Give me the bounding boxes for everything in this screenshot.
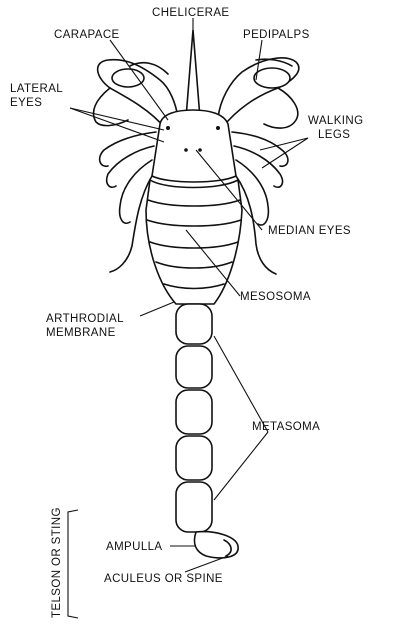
label-mesosoma: MESOSOMA <box>240 291 311 303</box>
pedipalp-right <box>218 58 299 128</box>
label-walking-legs-2: LEGS <box>318 129 350 141</box>
label-lateral-eyes-2: EYES <box>10 97 42 109</box>
median-eye-right <box>198 148 202 152</box>
label-metasoma: METASOMA <box>252 421 320 433</box>
ampulla-shape <box>194 532 238 558</box>
label-pedipalps: PEDIPALPS <box>243 29 310 41</box>
label-lateral-eyes-1: LATERAL <box>10 83 63 95</box>
label-carapace: CARAPACE <box>54 29 120 41</box>
label-arthrodial-1: ARTHRODIAL <box>46 313 124 325</box>
label-aculeus: ACULEUS OR SPINE <box>104 573 223 585</box>
label-arthrodial-2: MEMBRANE <box>46 327 116 339</box>
label-chelicerae: CHELICERAE <box>152 7 230 19</box>
label-median-eyes: MEDIAN EYES <box>268 225 351 237</box>
label-walking-legs-1: WALKING <box>308 115 363 127</box>
carapace-shape <box>152 110 236 182</box>
label-telson: TELSON OR STING <box>51 507 63 618</box>
mesosoma-shape <box>146 180 242 304</box>
label-ampulla: AMPULLA <box>106 541 163 553</box>
chelicerae-shape <box>186 30 200 118</box>
metasoma-segments <box>176 304 212 532</box>
median-eye-left <box>184 148 188 152</box>
